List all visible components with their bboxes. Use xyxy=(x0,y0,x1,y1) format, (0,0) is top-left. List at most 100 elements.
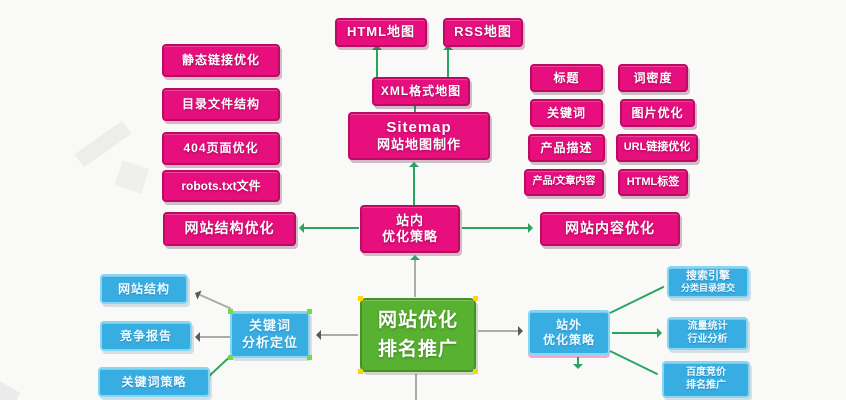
node-label-line1: 站内 xyxy=(395,212,424,228)
node-competition-report[interactable]: 竞争报告 xyxy=(100,321,192,351)
node-keyword-analysis[interactable]: 关键词 分析定位 xyxy=(228,309,312,360)
connector-ka-to-competition xyxy=(199,336,230,338)
connector-sitemap-to-xml xyxy=(414,105,416,113)
node-offsite-strategy[interactable]: 站外 优化策略 xyxy=(528,310,610,355)
node-label-line1: 流量统计 xyxy=(687,321,728,332)
node-html-tags[interactable]: HTML标签 xyxy=(618,169,688,196)
node-label: 图片优化 xyxy=(631,105,684,120)
arrowhead-left xyxy=(311,330,321,340)
selection-handle[interactable] xyxy=(473,369,478,374)
node-label: 网站内容优化 xyxy=(565,220,655,237)
connector-offsite-to-traffic xyxy=(612,332,660,334)
node-label-line1: 百度竞价 xyxy=(686,367,726,378)
node-site-content-opt[interactable]: 网站内容优化 xyxy=(540,212,680,246)
arrowhead-up xyxy=(410,250,420,260)
node-robots-file[interactable]: robots.txt文件 xyxy=(162,170,280,202)
node-sitemap[interactable]: Sitemap 网站地图制作 xyxy=(348,112,490,160)
node-baidu-bid[interactable]: 百度竞价 排名推广 xyxy=(662,361,750,398)
node-rss-map[interactable]: RSS地图 xyxy=(443,18,523,47)
arrowhead-left xyxy=(294,223,304,233)
selection-handle[interactable] xyxy=(473,296,478,301)
arrowhead-up xyxy=(443,40,453,50)
selection-handle[interactable] xyxy=(358,369,363,374)
arrowhead-right xyxy=(528,223,538,233)
node-label-line2: 排名推广 xyxy=(377,339,458,360)
node-label-line2: 分析定位 xyxy=(241,334,298,350)
node-title[interactable]: 标题 xyxy=(530,64,603,92)
connector-center-to-keyword-analysis xyxy=(320,334,358,336)
node-html-map[interactable]: HTML地图 xyxy=(335,18,427,47)
node-label: 网站结构 xyxy=(117,281,170,296)
node-website-structure[interactable]: 网站结构 xyxy=(100,274,188,304)
arrowhead-down xyxy=(573,364,583,374)
node-label: 产品/文章内容 xyxy=(532,176,596,188)
arrowhead-right xyxy=(518,326,528,336)
connector-offsite-to-baidu xyxy=(609,350,659,376)
selection-handle[interactable] xyxy=(228,355,233,360)
node-label: 标题 xyxy=(553,70,580,85)
node-product-article[interactable]: 产品/文章内容 xyxy=(524,169,604,196)
arrowhead-upleft xyxy=(188,286,202,300)
node-label-line1: 搜索引擎 xyxy=(686,269,730,282)
node-label: URL链接优化 xyxy=(623,141,691,154)
node-keywords[interactable]: 关键词 xyxy=(530,99,603,127)
selection-handle[interactable] xyxy=(307,309,312,314)
node-product-desc[interactable]: 产品描述 xyxy=(528,134,605,162)
connector-xml-to-rssmap xyxy=(447,49,449,77)
node-label: 关键词策略 xyxy=(121,374,187,389)
node-label: 竞争报告 xyxy=(119,328,172,343)
node-label-line1: 网站优化 xyxy=(377,309,458,331)
node-onsite-strategy[interactable]: 站内 优化策略 xyxy=(360,205,460,253)
connector-center-to-offsite xyxy=(478,330,520,332)
node-label-line2: 分类目录提交 xyxy=(680,283,735,294)
node-label: 目录文件结构 xyxy=(181,97,260,111)
node-label: 静态链接优化 xyxy=(181,53,260,67)
node-center-topic[interactable]: 网站优化 排名推广 xyxy=(358,296,478,374)
node-label: 词密度 xyxy=(633,70,673,85)
node-label: robots.txt文件 xyxy=(181,178,261,193)
node-label: XML格式地图 xyxy=(380,84,462,98)
arrowhead-up xyxy=(409,157,419,167)
node-url-link-opt[interactable]: URL链接优化 xyxy=(616,134,698,162)
node-xml-map[interactable]: XML格式地图 xyxy=(372,77,470,106)
connector-center-to-onsite xyxy=(414,257,416,297)
connector-offsite-down xyxy=(577,357,579,365)
node-label-line2: 排名推广 xyxy=(686,379,726,391)
arrowhead-right xyxy=(657,328,667,338)
connector-onsite-to-content xyxy=(462,227,530,229)
node-404-page[interactable]: 404页面优化 xyxy=(162,132,280,165)
node-label: HTML地图 xyxy=(346,24,416,40)
node-label-line1: Sitemap xyxy=(386,118,452,136)
node-label: 网站结构优化 xyxy=(184,220,275,237)
selection-handle[interactable] xyxy=(307,355,312,360)
node-search-engine-submit[interactable]: 搜索引擎 分类目录提交 xyxy=(667,266,749,298)
node-label: 产品描述 xyxy=(540,140,593,155)
connector-onsite-to-sitemap xyxy=(413,164,415,206)
node-label: RSS地图 xyxy=(454,24,512,40)
node-site-structure-opt[interactable]: 网站结构优化 xyxy=(163,212,296,246)
node-image-opt[interactable]: 图片优化 xyxy=(620,99,695,127)
node-traffic-stats[interactable]: 流量统计 行业分析 xyxy=(667,317,748,350)
arrowhead-left xyxy=(190,332,200,342)
connector-center-down xyxy=(415,374,417,400)
selection-handle[interactable] xyxy=(228,309,233,314)
node-label: 关键词 xyxy=(546,105,586,120)
node-dir-structure[interactable]: 目录文件结构 xyxy=(162,88,280,121)
connector-offsite-to-submit xyxy=(609,285,665,314)
watermark-shape xyxy=(0,381,21,400)
node-label-line1: 关键词 xyxy=(248,318,291,334)
node-static-link-opt[interactable]: 静态链接优化 xyxy=(162,44,280,77)
selection-handle[interactable] xyxy=(358,296,363,301)
watermark-shape xyxy=(114,160,150,194)
connector-ka-to-website-structure xyxy=(197,293,232,310)
node-label: HTML标签 xyxy=(626,175,680,188)
node-keyword-density[interactable]: 词密度 xyxy=(618,64,688,92)
node-label: 404页面优化 xyxy=(183,141,259,155)
node-label-line1: 站外 xyxy=(555,317,582,332)
node-keyword-strategy[interactable]: 关键词策略 xyxy=(98,367,210,397)
connector-onsite-to-structure xyxy=(303,227,359,229)
node-label-line2: 优化策略 xyxy=(542,332,595,347)
connector-xml-to-htmlmap xyxy=(376,49,378,77)
node-label-line2: 优化策略 xyxy=(381,229,438,244)
